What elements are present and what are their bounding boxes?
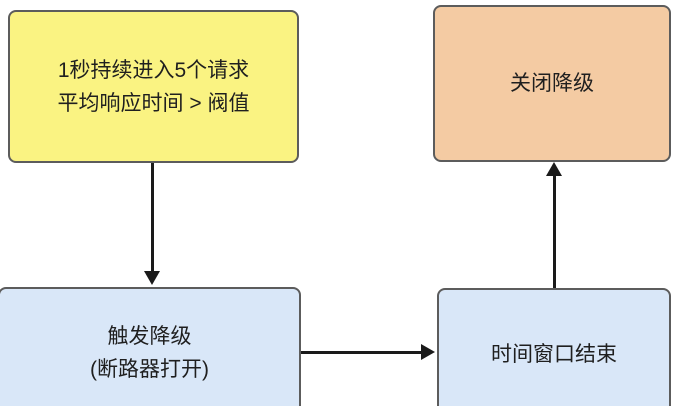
arrow-shaft [301,351,423,354]
arrow-shaft [553,174,556,288]
node-label-line: 平均响应时间 > 阀值 [57,91,250,115]
node-close-downgrade: 关闭降级 [433,5,671,162]
node-trigger-downgrade: 触发降级 (断路器打开) [0,287,301,406]
node-time-window-end: 时间窗口结束 [437,288,671,406]
arrowhead-right-icon [421,344,435,360]
arrow-shaft [151,163,154,273]
node-label-line: (断路器打开) [90,358,209,381]
node-label-line: 关闭降级 [510,72,594,95]
node-label-line: 1秒持续进入5个请求 [57,58,250,82]
node-label-line: 时间窗口结束 [491,342,617,366]
arrowhead-up-icon [546,162,562,176]
node-degrade-condition: 1秒持续进入5个请求 平均响应时间 > 阀值 [8,10,299,163]
arrowhead-down-icon [144,271,160,285]
node-label-line: 触发降级 [107,325,192,348]
